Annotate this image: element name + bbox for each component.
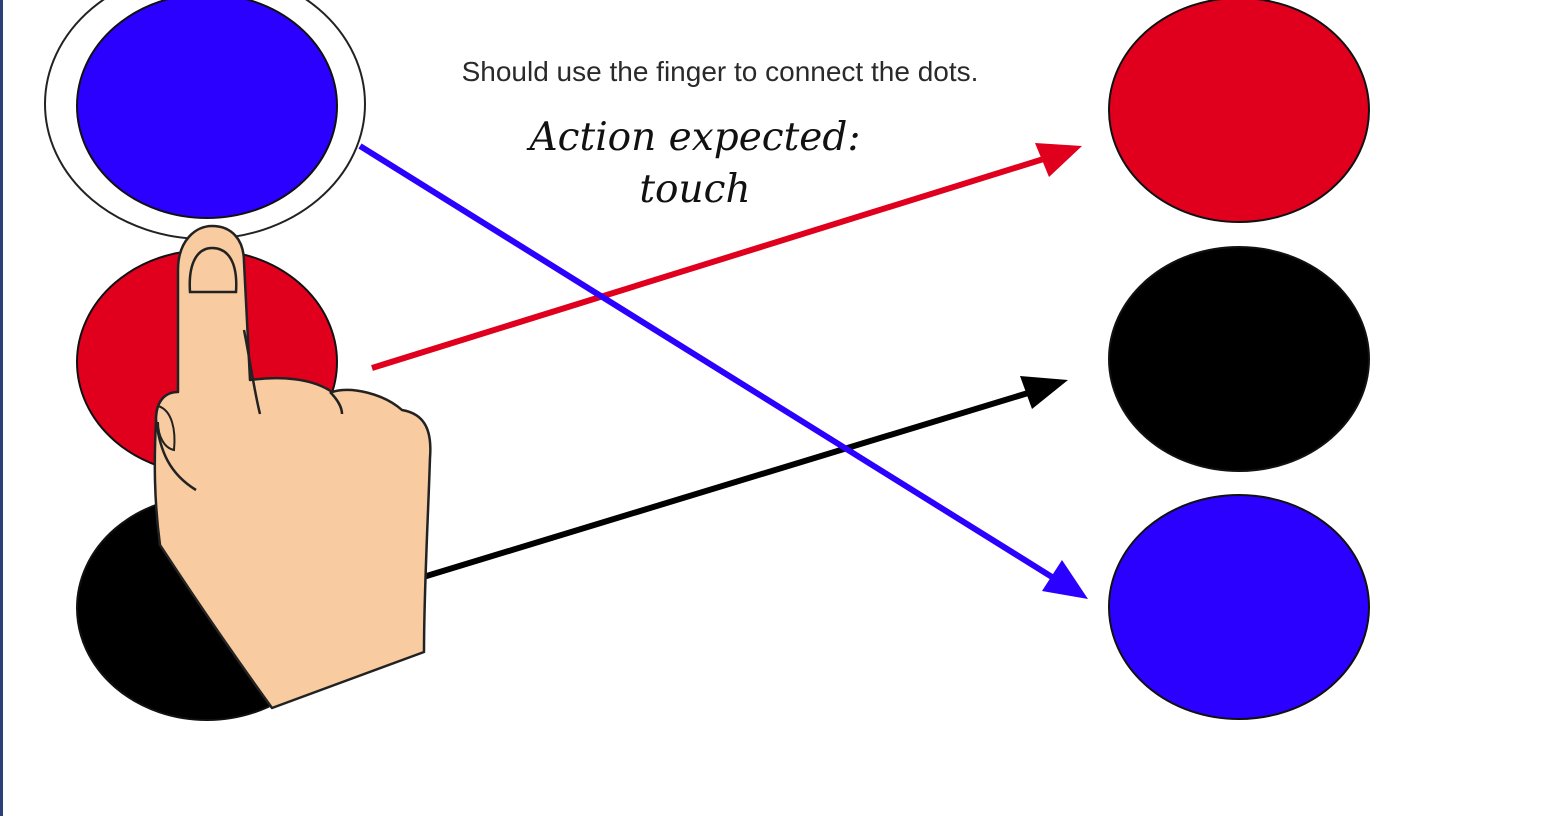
hand-thumb [154,419,197,492]
arrow-red-head [1035,143,1082,177]
hand-thumb-nail [157,405,176,452]
action-expected-label: Action expected: touch [480,112,910,216]
arrow-red-line [371,154,1051,371]
right-dot-black[interactable] [1108,246,1370,472]
hand-knuckle-2 [329,391,344,415]
action-expected-heading: Action expected: [529,115,861,160]
left-dot-blue[interactable] [76,0,338,219]
arrow-blue-connection [358,143,1088,599]
arrow-black-head [1020,376,1068,409]
arrow-black-line [419,387,1039,581]
right-dot-red[interactable] [1108,0,1370,223]
instruction-text: Should use the finger to connect the dot… [461,56,979,87]
hand-palm [153,224,432,710]
hand-fingernail [188,246,238,294]
pointing-hand-icon [153,224,432,710]
arrow-red-connection [371,143,1082,371]
frame-left-border [0,0,3,816]
arrow-blue-head [1042,560,1088,599]
arrow-black-connection [419,376,1068,581]
hand-knuckle-1 [242,329,262,415]
right-dot-blue[interactable] [1108,494,1370,720]
arrow-blue-line [358,143,1062,585]
action-expected-value: touch [639,167,751,212]
